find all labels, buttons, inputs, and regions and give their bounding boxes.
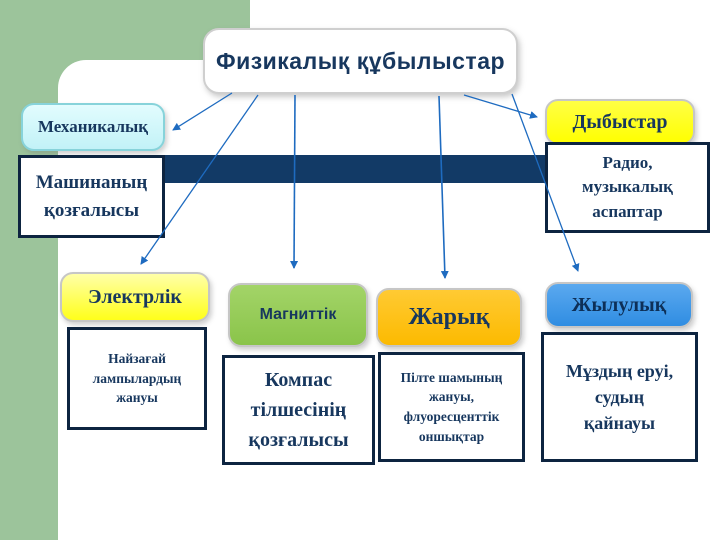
category-thermal: Жылулық [545, 282, 693, 328]
example-sound: Радио, музыкалық аспаптар [545, 142, 710, 233]
navy-band [100, 155, 592, 183]
example-electric-text: Найзағай лампылардың жануы [92, 351, 182, 406]
example-magnetic-text: Компас тілшесінің қозғалысы [248, 369, 349, 451]
page-title: Физикалық құбылыстар [203, 28, 518, 94]
example-mechanical-text: Машинаның қозғалысы [35, 171, 148, 221]
category-magnetic: Магниттік [228, 283, 368, 347]
category-sound: Дыбыстар [545, 99, 695, 145]
category-sound-label: Дыбыстар [572, 110, 668, 133]
green-side-bar [0, 0, 58, 540]
example-mechanical: Машинаның қозғалысы [18, 155, 165, 238]
example-thermal-text: Мұздың еруі, судың қайнауы [565, 360, 674, 434]
category-magnetic-label: Магниттік [259, 306, 337, 323]
category-light-label: Жарық [408, 304, 490, 330]
category-electric-label: Электрлік [88, 285, 182, 308]
category-thermal-label: Жылулық [571, 293, 667, 316]
example-electric: Найзағай лампылардың жануы [67, 327, 207, 430]
category-light: Жарық [376, 288, 522, 347]
example-light: Пілте шамының жануы, флуоресценттік оншы… [378, 352, 525, 462]
page-title-label: Физикалық құбылыстар [215, 47, 506, 74]
example-sound-text: Радио, музыкалық аспаптар [582, 152, 673, 221]
example-light-text: Пілте шамының жануы, флуоресценттік оншы… [400, 369, 503, 444]
category-mechanical-label: Механикалық [37, 117, 149, 136]
category-electric: Электрлік [60, 272, 210, 322]
example-thermal: Мұздың еруі, судың қайнауы [541, 332, 698, 462]
category-mechanical: Механикалық [21, 103, 165, 151]
example-magnetic: Компас тілшесінің қозғалысы [222, 355, 375, 465]
